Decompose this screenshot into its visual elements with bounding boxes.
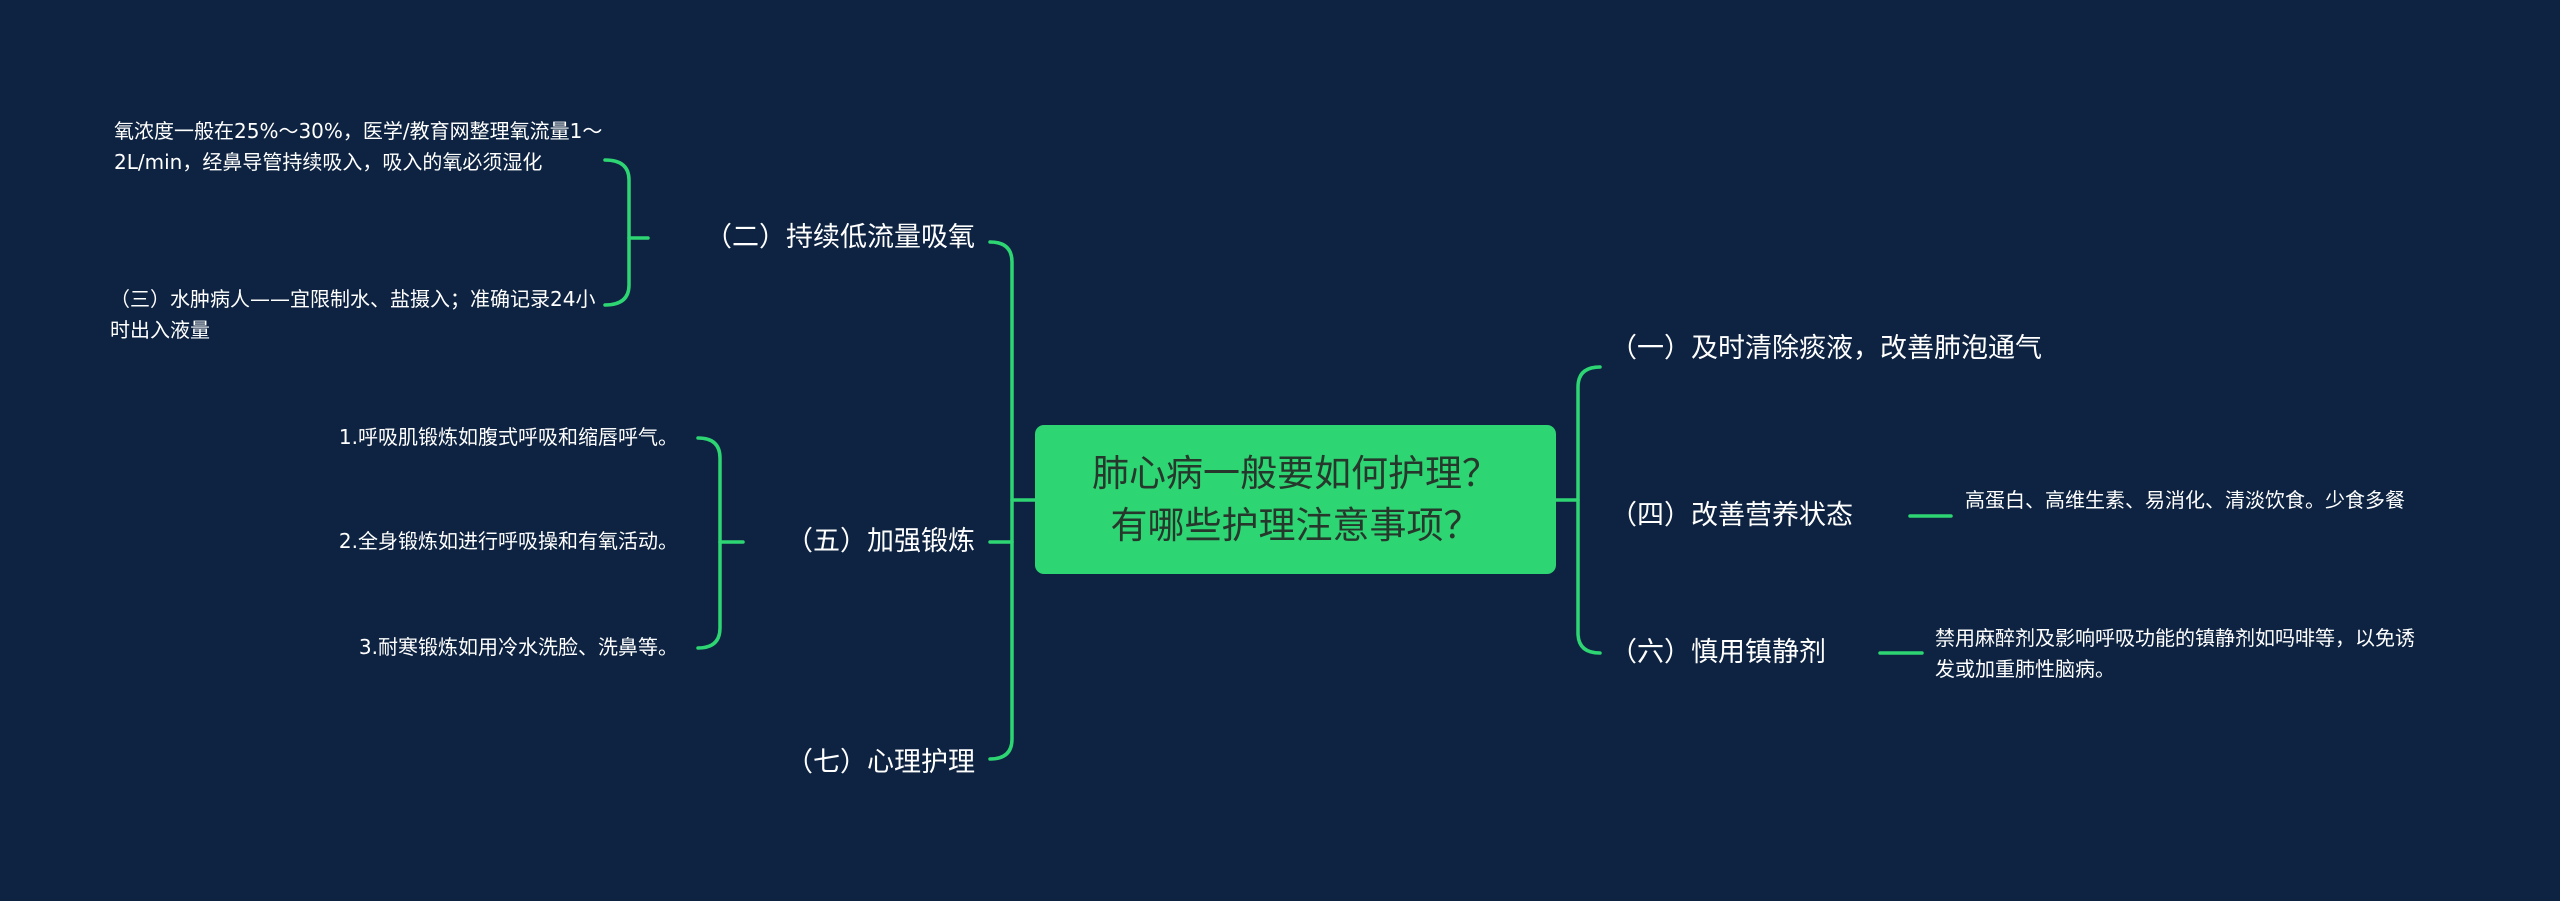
leaf-edema-patients[interactable]: （三）水肿病人——宜限制水、盐摄入；准确记录24小时出入液量: [110, 287, 596, 342]
branch-improve-nutrition[interactable]: （四）改善营养状态: [1610, 500, 1853, 531]
leaf-oxygen-concentration[interactable]: 氧浓度一般在25%～30%，医学/教育网整理氧流量1～2L/min，经鼻导管持续…: [114, 119, 603, 174]
branch-strengthen-exercise[interactable]: （五）加强锻炼: [786, 526, 975, 557]
central-topic-text: 肺心病一般要如何护理？有哪些护理注意事项？: [1092, 451, 1499, 547]
connector-right-trunk: [1576, 365, 1602, 655]
branch-psychological-care[interactable]: （七）心理护理: [786, 747, 975, 778]
connector-branch-2: [603, 158, 631, 307]
central-topic[interactable]: 肺心病一般要如何护理？有哪些护理注意事项？: [1035, 425, 1556, 574]
leaf-sedative-warning[interactable]: 禁用麻醉剂及影响呼吸功能的镇静剂如吗啡等，以免诱发或加重肺性脑病。: [1935, 626, 2415, 681]
branch-sedative-caution[interactable]: （六）慎用镇静剂: [1610, 637, 1826, 668]
connector-branch-5: [696, 436, 722, 650]
leaf-cold-resistance-exercise[interactable]: 3.耐寒锻炼如用冷水洗脸、洗鼻等。: [358, 635, 678, 659]
branch-continuous-oxygen[interactable]: （二）持续低流量吸氧: [705, 222, 975, 253]
leaf-respiratory-exercise[interactable]: 1.呼吸肌锻炼如腹式呼吸和缩唇呼气。: [338, 425, 678, 449]
connector-left-trunk: [988, 240, 1014, 761]
leaf-whole-body-exercise[interactable]: 2.全身锻炼如进行呼吸操和有氧活动。: [338, 529, 678, 553]
leaf-nutrition-diet[interactable]: 高蛋白、高维生素、易消化、清淡饮食。少食多餐: [1965, 488, 2405, 512]
branch-clear-sputum[interactable]: （一）及时清除痰液，改善肺泡通气: [1610, 333, 2042, 364]
